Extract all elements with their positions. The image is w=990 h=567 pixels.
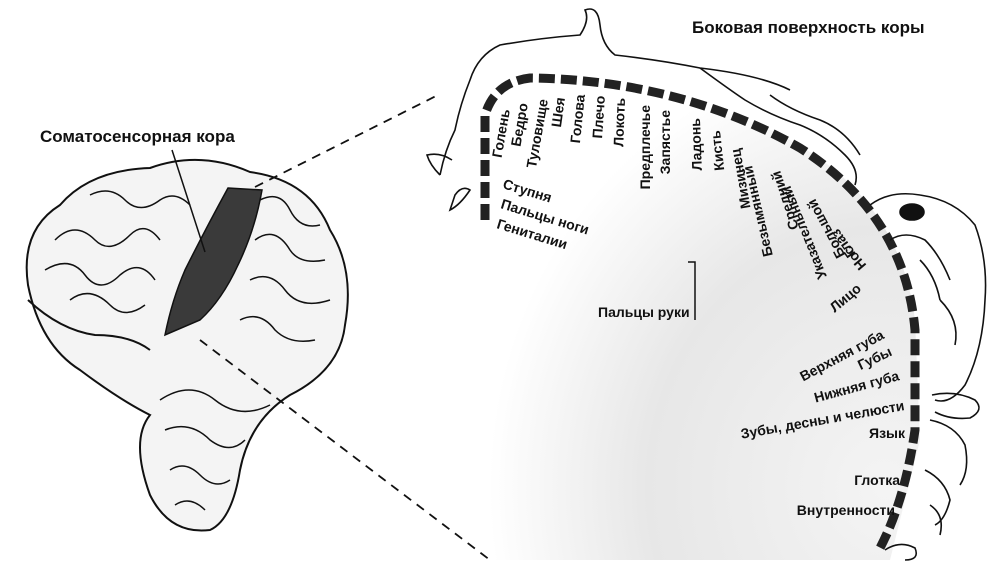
body-part-label: Плечо <box>589 95 608 139</box>
body-part-label: Язык <box>869 425 906 441</box>
body-part-label: Запястье <box>657 110 673 174</box>
body-part-label: Глотка <box>854 472 900 488</box>
body-part-label: Ладонь <box>687 118 705 171</box>
body-part-label: Предплечье <box>637 105 653 190</box>
brain-icon <box>27 160 348 531</box>
connector-top <box>255 95 438 187</box>
label-group-fingers: Пальцы руки <box>598 304 690 320</box>
body-part-label: Внутренности <box>797 502 895 518</box>
body-part-label: Локоть <box>610 97 628 147</box>
